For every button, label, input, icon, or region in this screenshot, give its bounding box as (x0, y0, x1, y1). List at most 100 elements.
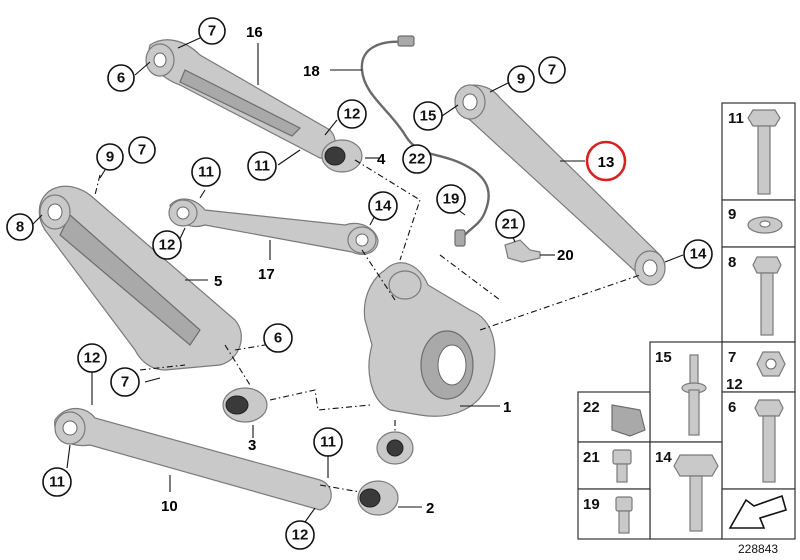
control-arm-13 (454, 84, 666, 286)
assembly-lines (94, 159, 641, 493)
svg-text:22: 22 (409, 151, 426, 168)
svg-text:21: 21 (502, 216, 519, 233)
callout-7: 7 (198, 17, 226, 45)
callout-14: 14 (683, 239, 713, 269)
svg-text:15: 15 (420, 108, 437, 125)
cell-label-21: 21 (583, 449, 600, 466)
svg-text:3: 3 (248, 437, 256, 454)
wheel-carrier-1 (363, 262, 496, 417)
svg-text:11: 11 (49, 474, 65, 491)
cell-label-19: 19 (583, 496, 600, 513)
svg-text:19: 19 (443, 191, 460, 208)
cell-label-11: 11 (728, 110, 744, 127)
bolt-21-sketch (612, 449, 632, 483)
callout-7: 7 (538, 56, 566, 84)
nut-7-sketch (756, 351, 786, 377)
label-2: 2 (426, 500, 434, 517)
svg-text:11: 11 (320, 434, 336, 451)
callout-11: 11 (191, 157, 221, 187)
bolt-14-sketch (673, 454, 719, 532)
svg-text:7: 7 (548, 62, 556, 79)
svg-text:10: 10 (161, 498, 178, 515)
svg-text:14: 14 (375, 198, 392, 215)
svg-text:11: 11 (254, 158, 270, 175)
callout-7: 7 (128, 136, 156, 164)
cell-label-9: 9 (728, 206, 736, 223)
svg-text:7: 7 (208, 23, 216, 40)
callout-22: 22 (402, 144, 432, 174)
label-18: 18 (303, 63, 320, 80)
reference-number: 228843 (738, 542, 778, 556)
bracket-21 (504, 239, 541, 263)
svg-text:9: 9 (517, 71, 525, 88)
label-1: 1 (503, 399, 511, 416)
callout-6: 6 (263, 323, 293, 353)
svg-text:2: 2 (426, 500, 434, 517)
callout-12: 12 (77, 343, 107, 373)
callout-7: 7 (110, 367, 140, 397)
svg-text:16: 16 (246, 24, 263, 41)
svg-text:7: 7 (138, 142, 146, 159)
svg-text:8: 8 (16, 219, 24, 236)
svg-text:18: 18 (303, 63, 320, 80)
cell-label-7: 7 (728, 349, 736, 366)
svg-text:5: 5 (214, 273, 222, 290)
trailing-arm-5 (38, 185, 242, 371)
svg-text:9: 9 (106, 149, 114, 166)
svg-text:14: 14 (690, 246, 707, 263)
stud-15-sketch (681, 354, 707, 436)
arrow-symbol (728, 494, 787, 529)
callout-13-highlighted: 13 (585, 140, 627, 182)
label-16: 16 (246, 24, 263, 41)
washer-9-sketch (747, 216, 783, 234)
bushing-2 (357, 480, 399, 516)
callout-12: 12 (285, 520, 315, 550)
callout-19: 19 (436, 184, 466, 214)
callout-14: 14 (368, 191, 398, 221)
bolt-6-sketch (754, 399, 784, 483)
svg-text:12: 12 (344, 106, 361, 123)
callout-11: 11 (42, 467, 72, 497)
label-4: 4 (377, 151, 386, 168)
callout-11: 11 (313, 427, 343, 457)
bushing-wheel-carrier (376, 431, 414, 465)
callout-12: 12 (337, 99, 367, 129)
label-17: 17 (258, 266, 275, 283)
control-arm-10 (54, 407, 332, 511)
svg-text:4: 4 (377, 151, 386, 168)
callout-11: 11 (247, 151, 277, 181)
cell-label-12: 12 (726, 376, 743, 393)
control-arm-17 (168, 198, 379, 255)
callout-6: 6 (107, 64, 135, 92)
bushing-3 (222, 387, 268, 423)
control-arm-16 (145, 39, 336, 159)
svg-text:7: 7 (121, 374, 129, 391)
cell-label-22: 22 (583, 399, 600, 416)
cell-label-14: 14 (655, 449, 672, 466)
callout-9: 9 (507, 65, 535, 93)
bushing-4 (321, 139, 363, 173)
clip-22-sketch (611, 404, 646, 437)
callout-21: 21 (495, 209, 525, 239)
svg-text:17: 17 (258, 266, 275, 283)
callout-12: 12 (152, 230, 182, 260)
bolt-11-sketch (747, 109, 781, 195)
svg-text:12: 12 (84, 350, 101, 367)
callout-9: 9 (96, 143, 124, 171)
label-10: 10 (161, 498, 178, 515)
svg-text:6: 6 (117, 70, 125, 87)
svg-text:1: 1 (503, 399, 511, 416)
svg-text:6: 6 (274, 330, 282, 347)
label-3: 3 (248, 437, 256, 454)
cell-label-6: 6 (728, 399, 736, 416)
bolt-8-sketch (752, 256, 782, 336)
bolt-19-sketch (615, 496, 633, 534)
label-20: 20 (557, 247, 574, 264)
label-5: 5 (214, 273, 222, 290)
svg-text:12: 12 (159, 237, 176, 254)
svg-text:11: 11 (198, 164, 214, 181)
callout-15: 15 (413, 101, 443, 131)
callout-8: 8 (6, 213, 34, 241)
parts-table: 11 9 8 15 7 12 22 6 21 14 19 (577, 102, 796, 540)
